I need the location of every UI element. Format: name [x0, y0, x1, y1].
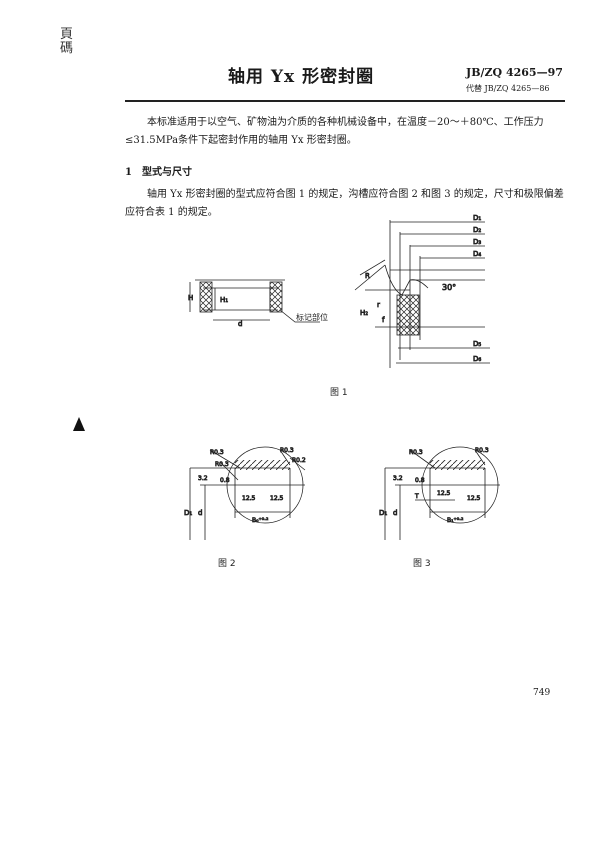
header-divider	[125, 100, 565, 102]
svg-text:D₆: D₆	[473, 355, 481, 363]
svg-text:R0.3: R0.3	[280, 447, 294, 454]
svg-text:D₅: D₅	[473, 340, 481, 348]
svg-text:D₂: D₂	[473, 226, 481, 234]
figure-2: 3.2 0.8 R0.3 R0.3 R0.3 R0.2 12.5 12.5 D₁…	[184, 446, 306, 569]
page-number: 749	[533, 688, 551, 698]
svg-text:R0.3: R0.3	[215, 461, 229, 468]
svg-text:D₃: D₃	[473, 238, 481, 246]
svg-text:H₁: H₁	[220, 296, 228, 304]
svg-text:R0.3: R0.3	[210, 449, 224, 456]
svg-text:R: R	[365, 272, 370, 280]
figure-3-caption: 图 3	[413, 558, 431, 569]
svg-text:D₄: D₄	[473, 250, 481, 258]
svg-text:d: d	[198, 509, 202, 517]
svg-text:R0.3: R0.3	[409, 449, 423, 456]
svg-text:d: d	[393, 509, 397, 517]
svg-text:0.8: 0.8	[220, 477, 230, 484]
svg-text:H: H	[188, 294, 193, 302]
margin-handwritten-note: 頁碼	[60, 27, 74, 56]
svg-text:r: r	[377, 301, 380, 309]
svg-text:12.5: 12.5	[437, 490, 451, 497]
figure-1-caption: 图 1	[330, 387, 348, 398]
intro-paragraph: 本标准适用于以空气、矿物油为介质的各种机械设备中，在温度－20～＋80℃、工作压…	[125, 117, 544, 146]
standard-number: JB/ZQ 4265—97	[466, 66, 563, 79]
svg-text:3.2: 3.2	[393, 475, 403, 482]
svg-text:R0.3: R0.3	[475, 447, 489, 454]
page-title: 轴用 Yx 形密封圈	[228, 67, 375, 87]
svg-text:T: T	[414, 493, 419, 500]
svg-text:f: f	[382, 316, 385, 324]
svg-text:H₂: H₂	[360, 309, 368, 317]
svg-text:30°: 30°	[442, 283, 456, 292]
svg-text:12.5: 12.5	[242, 495, 256, 502]
svg-text:12.5: 12.5	[270, 495, 284, 502]
svg-text:R0.2: R0.2	[292, 457, 306, 464]
figure-2-caption: 图 2	[218, 558, 236, 569]
svg-text:D₁: D₁	[473, 214, 481, 222]
replaces-standard: 代替 JB/ZQ 4265—86	[466, 84, 550, 93]
svg-text:0.8: 0.8	[415, 477, 425, 484]
svg-text:B₁⁺⁰·²: B₁⁺⁰·²	[447, 517, 464, 524]
seal-section-view: H H₁ d 标记部位	[188, 279, 328, 328]
svg-text:d: d	[238, 320, 242, 328]
svg-text:B₀⁺⁰·²: B₀⁺⁰·²	[252, 517, 269, 524]
section-paragraph: 轴用 Yx 形密封圈的型式应符合图 1 的规定，沟槽应符合图 2 和图 3 的规…	[125, 189, 564, 218]
svg-text:D₁: D₁	[184, 509, 192, 517]
figure-1: H H₁ d 标记部位 D₁ D₂ D₃ D₄ D₅ D₆ R r H₂ f 3…	[188, 214, 490, 398]
mark-location-label: 标记部位	[296, 312, 328, 322]
scan-artifact-triangle	[73, 417, 85, 431]
figure-3: 3.2 0.8 R0.3 R0.3 12.5 12.5 D₁ d T B₁⁺⁰·…	[379, 446, 500, 569]
section-heading: 1 型式与尺寸	[125, 167, 192, 178]
svg-text:D₁: D₁	[379, 509, 387, 517]
svg-text:12.5: 12.5	[467, 495, 481, 502]
seal-installed-view: D₁ D₂ D₃ D₄ D₅ D₆ R r H₂ f 30°	[354, 214, 490, 368]
svg-text:3.2: 3.2	[198, 475, 208, 482]
